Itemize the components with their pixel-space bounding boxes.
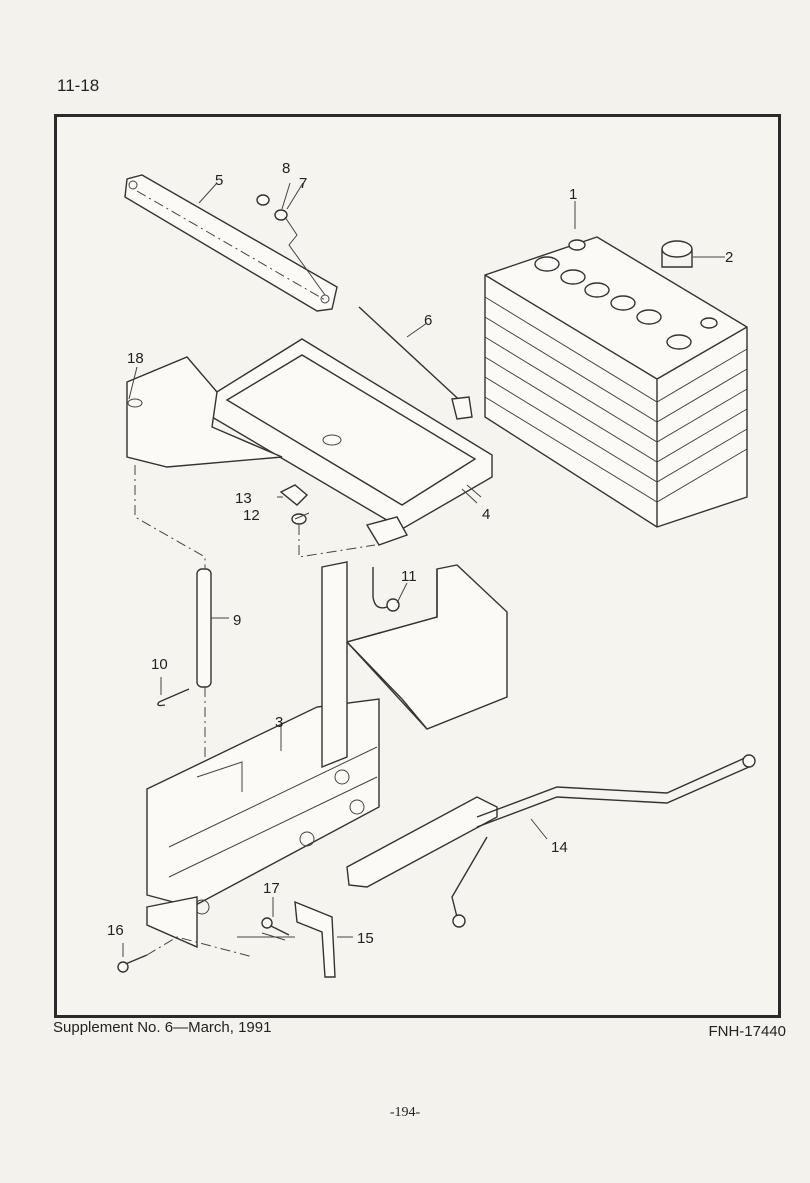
battery-box — [345, 564, 508, 730]
callout-labels: 1 2 3 4 5 6 7 8 9 10 11 12 13 14 15 16 1… — [107, 160, 733, 947]
callout-10: 10 — [151, 656, 168, 673]
lever-14 — [346, 754, 756, 928]
leader-lines — [122, 182, 576, 957]
exploded-parts-diagram: 1 2 3 4 5 6 7 8 9 10 11 12 13 14 15 16 1… — [107, 160, 756, 978]
callout-14: 14 — [551, 839, 568, 856]
callout-5: 5 — [215, 172, 223, 189]
callout-4: 4 — [482, 506, 490, 523]
callout-8: 8 — [282, 160, 290, 177]
battery-cap — [661, 240, 725, 268]
callout-12: 12 — [243, 507, 260, 524]
hold-down-bar — [124, 174, 338, 312]
battery-frame — [146, 561, 380, 949]
callout-18: 18 — [127, 350, 144, 367]
callout-15: 15 — [357, 930, 374, 947]
callout-16: 16 — [107, 922, 124, 939]
supplement-note: Supplement No. 6—March, 1991 — [53, 1019, 272, 1036]
callout-1: 1 — [569, 186, 577, 203]
callout-9: 9 — [233, 612, 241, 629]
pin-9 — [134, 465, 212, 897]
bracket-15 — [237, 900, 336, 978]
callout-11: 11 — [401, 568, 417, 585]
nut-and-washer — [256, 194, 326, 296]
callout-7: 7 — [299, 175, 307, 192]
battery-tray — [211, 338, 493, 530]
bolt-17 — [261, 917, 290, 936]
bracket-18 — [126, 356, 283, 468]
callout-13: 13 — [235, 490, 252, 507]
page-number: 11-18 — [57, 76, 100, 95]
hold-down-rod — [358, 306, 473, 420]
j-bolt — [365, 516, 409, 612]
document-code: FNH-17440 — [708, 1023, 786, 1040]
callout-3: 3 — [275, 714, 283, 731]
callout-2: 2 — [725, 249, 733, 266]
parts-diagram-frame: 1 2 3 4 5 6 7 8 9 10 11 12 13 14 15 16 1… — [54, 114, 781, 1018]
bolt-16 — [117, 936, 254, 973]
folio-number: -194- — [389, 1105, 421, 1120]
battery — [484, 236, 748, 528]
callout-6: 6 — [424, 312, 432, 329]
callout-17: 17 — [263, 880, 280, 897]
wing-nut-and-washer — [279, 484, 376, 558]
spring-clip-10 — [157, 688, 190, 707]
